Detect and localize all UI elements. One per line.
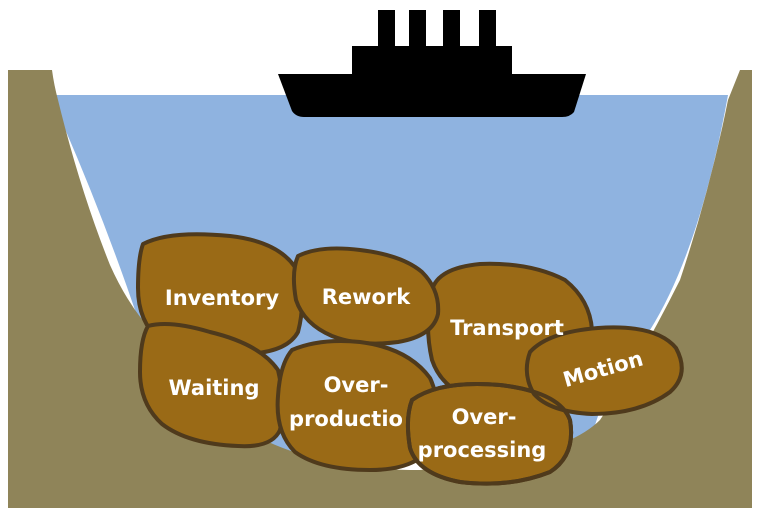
label-transport: Transport (450, 316, 564, 340)
rock-waiting (138, 322, 285, 449)
label-overprocessing-line1: Over- (452, 405, 517, 429)
ship-icon (278, 10, 586, 117)
label-overproduction-line1: Over- (324, 373, 389, 397)
rock-motion (524, 325, 684, 416)
label-rework: Rework (322, 285, 412, 309)
label-overprocessing-line2: processing (418, 438, 547, 462)
rock-overprocessing-front-edge (405, 382, 573, 486)
label-waiting: Waiting (168, 376, 259, 400)
label-overproduction-line2: productio (289, 407, 403, 431)
label-inventory: Inventory (165, 286, 279, 310)
rock-rework (291, 246, 441, 346)
